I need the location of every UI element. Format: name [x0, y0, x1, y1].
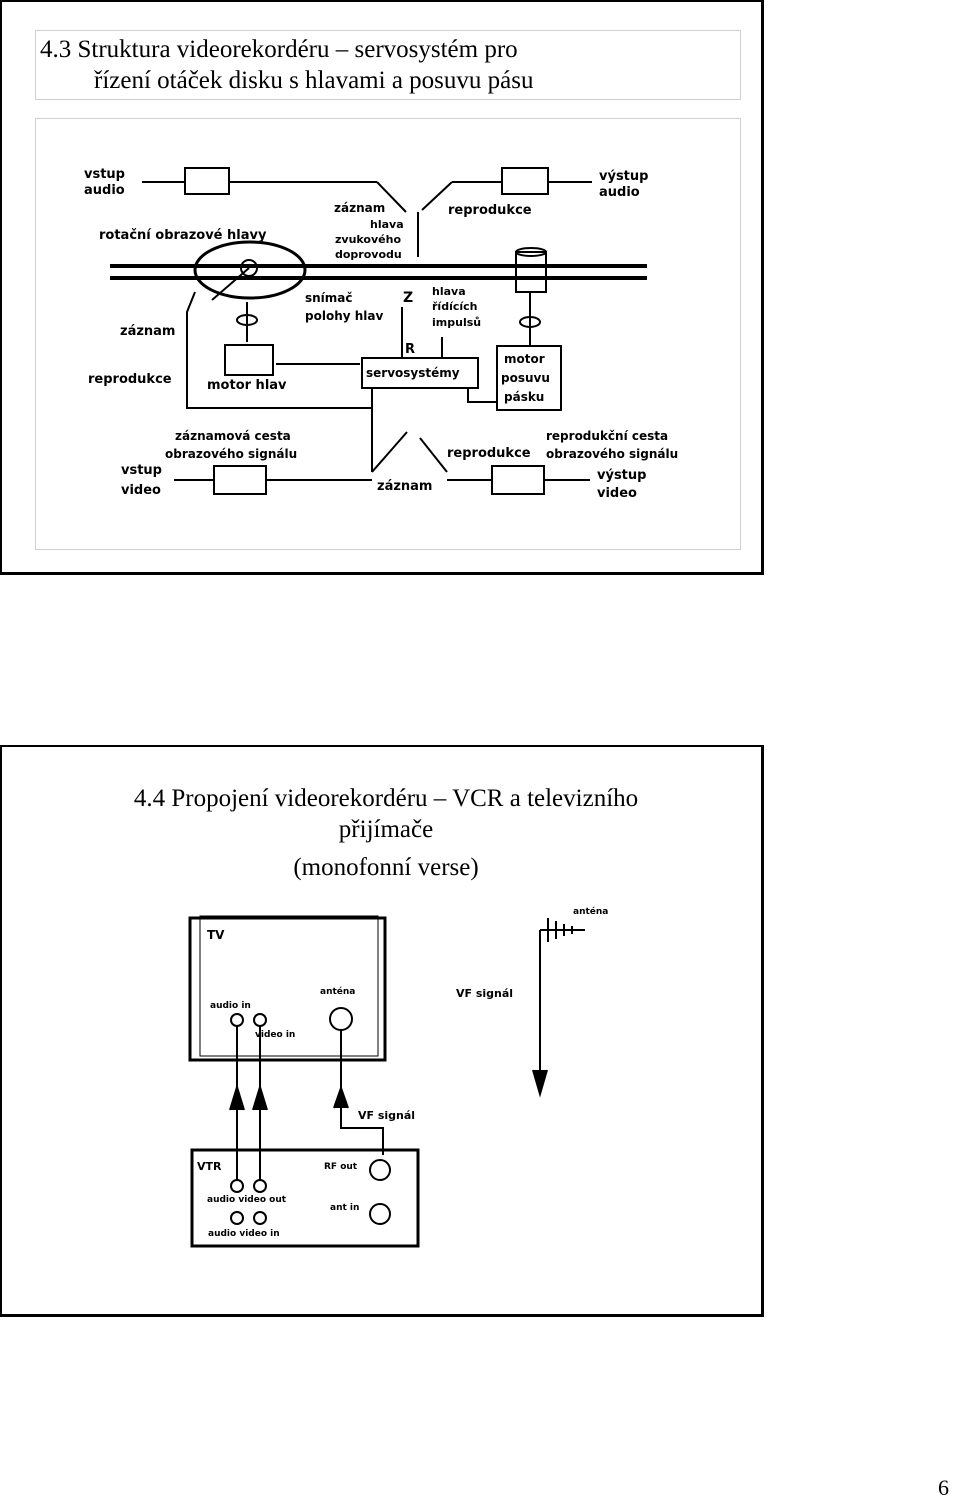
page-number: 6	[938, 1475, 949, 1500]
label-motor-posuvu-1: motor	[504, 352, 545, 366]
label-audio-video-out: audio video out	[207, 1195, 287, 1205]
slide-title-line-2: řízení otáček disku s hlavami a posuvu p…	[94, 67, 534, 94]
label-vstup-video-2: video	[121, 483, 161, 498]
slide-2-title-line-3: (monofonní verse)	[293, 854, 479, 881]
label-motor-posuvu-3: pásku	[504, 390, 544, 404]
vcr-tv-connection-diagram: anténa TV audio in video in anténa VF si…	[188, 906, 608, 1248]
label-ant-in: ant in	[330, 1203, 359, 1213]
slide-2-title-line-1: 4.4 Propojení videorekordéru – VCR a tel…	[133, 785, 639, 812]
label-vstup-video-1: vstup	[121, 463, 162, 478]
label-hlava-zvuk-1: hlava	[370, 218, 404, 231]
label-vstup-audio-1: vstup	[84, 167, 125, 182]
label-rotacni-hlavy: rotační obrazové hlavy	[99, 228, 267, 243]
label-motor-hlav: motor hlav	[207, 378, 287, 393]
label-hlava-ridicich-1: hlava	[432, 285, 466, 298]
label-audio-in: audio in	[210, 1001, 251, 1011]
label-antena-tv: anténa	[320, 986, 355, 997]
label-hlava-zvuk-3: doprovodu	[335, 248, 402, 261]
label-zaznam-top: záznam	[334, 201, 385, 215]
vcr-servo-diagram: vstup audio výstup audio rotační obrazov…	[84, 167, 678, 501]
label-vtr: VTR	[197, 1160, 222, 1173]
label-zaznamova-cesta-2: obrazového signálu	[165, 447, 297, 461]
label-antena-top: anténa	[573, 906, 608, 917]
label-hlava-zvuk-2: zvukového	[335, 233, 401, 246]
label-vystup-audio-1: výstup	[599, 169, 648, 184]
label-reprodukcni-cesta-1: reprodukční cesta	[546, 429, 668, 443]
label-motor-posuvu-2: posuvu	[501, 371, 550, 385]
label-reprodukce-bottom: reprodukce	[447, 446, 531, 461]
label-reprodukce-top: reprodukce	[448, 203, 532, 218]
label-zaznam-left: záznam	[120, 324, 175, 339]
label-vystup-video-2: video	[597, 486, 637, 501]
label-tv: TV	[207, 928, 225, 942]
label-vystup-audio-2: audio	[599, 185, 640, 200]
slide-title-box: 4.3 Struktura videorekordéru – servosyst…	[35, 30, 741, 100]
label-vf-signal-2: VF signál	[358, 1109, 415, 1122]
label-snimac-2: polohy hlav	[305, 309, 383, 323]
label-z: Z	[403, 290, 413, 306]
slide-title-line-1: 4.3 Struktura videorekordéru – servosyst…	[40, 36, 518, 63]
label-rf-out: RF out	[324, 1162, 358, 1172]
label-vstup-audio-2: audio	[84, 183, 125, 198]
label-reprodukce-left: reprodukce	[88, 372, 172, 387]
label-r: R	[405, 342, 415, 357]
label-hlava-ridicich-2: řídících	[432, 300, 477, 313]
label-video-in: video in	[255, 1030, 295, 1040]
label-audio-video-in: audio video in	[208, 1229, 280, 1239]
slide-4-3: 4.3 Struktura videorekordéru – servosyst…	[0, 0, 764, 575]
label-servosystemy: servosystémy	[366, 366, 460, 380]
diagram-frame	[35, 118, 741, 550]
label-reprodukcni-cesta-2: obrazového signálu	[546, 447, 678, 461]
label-zaznam-bottom: záznam	[377, 479, 432, 494]
label-vf-signal-1: VF signál	[456, 987, 513, 1000]
label-snimac-1: snímač	[305, 291, 353, 305]
slide-4-4	[0, 745, 764, 1317]
slide-2-title-box: 4.4 Propojení videorekordéru – VCR a tel…	[33, 769, 739, 887]
label-vystup-video-1: výstup	[597, 468, 646, 483]
label-zaznamova-cesta-1: záznamová cesta	[175, 429, 291, 443]
slide-2-title-line-2: přijímače	[338, 816, 434, 843]
label-hlava-ridicich-3: impulsů	[432, 316, 481, 329]
